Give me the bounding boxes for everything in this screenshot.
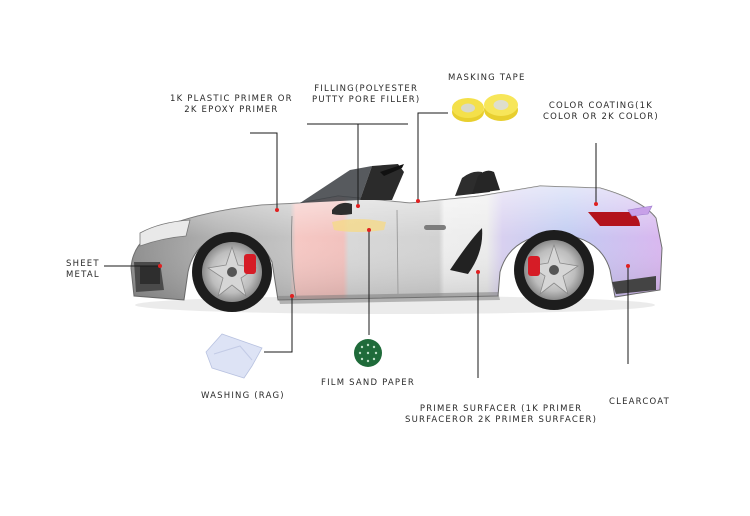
filling-label-line-1: FILLING(POLYESTER <box>314 84 419 94</box>
filling-label-line-2: PUTTY PORE FILLER) <box>312 95 421 105</box>
primer-label-line-2: 2K EPOXY PRIMER <box>184 105 279 115</box>
rear-wheel <box>514 230 594 310</box>
front-wheel <box>192 232 272 312</box>
film-sand-paper-label: FILM SAND PAPER <box>321 378 415 388</box>
primer-surfacer-label-line-2: SURFACEROR 2K PRIMER SURFACER) <box>405 415 598 425</box>
color-coating-label: COLOR COATING(1K COLOR OR 2K COLOR) <box>543 101 659 123</box>
filling-label: FILLING(POLYESTER PUTTY PORE FILLER) <box>312 84 420 106</box>
primer-label: 1K PLASTIC PRIMER OR 2K EPOXY PRIMER <box>170 94 293 116</box>
sand-paper-disc-icon <box>354 339 382 367</box>
windshield <box>300 166 372 203</box>
car-illustration <box>130 164 663 314</box>
primer-label-line-1: 1K PLASTIC PRIMER OR <box>170 94 293 104</box>
washing-label: WASHING (RAG) <box>201 391 285 401</box>
clearcoat-label: CLEARCOAT <box>609 397 670 407</box>
masking-tape-icon <box>452 94 518 122</box>
leader-lines <box>104 112 629 378</box>
color-coating-label-line-2: COLOR OR 2K COLOR) <box>543 112 659 122</box>
primer-surfacer-label-line-1: PRIMER SURFACER (1K PRIMER <box>419 404 583 414</box>
sheet-metal-label: SHEET METAL <box>66 259 100 281</box>
sheet-metal-label-line-2: METAL <box>66 270 100 280</box>
layer-markers <box>158 199 630 298</box>
sheet-metal-label-line-1: SHEET <box>66 259 100 269</box>
primer-surfacer-label: PRIMER SURFACER (1K PRIMER SURFACEROR 2K… <box>405 404 597 426</box>
masking-tape-label: MASKING TAPE <box>448 73 526 83</box>
color-coating-label-line-1: COLOR COATING(1K <box>548 101 654 111</box>
rag-icon <box>205 333 263 379</box>
